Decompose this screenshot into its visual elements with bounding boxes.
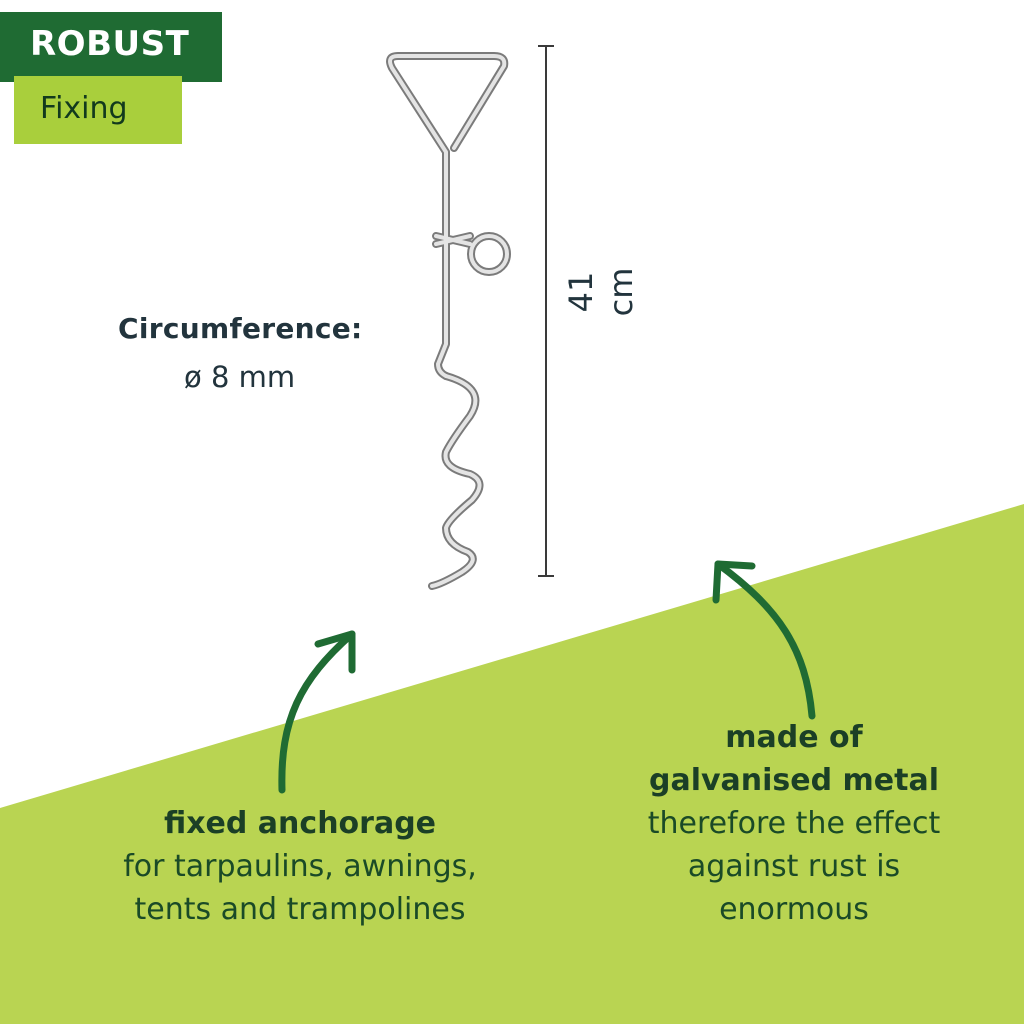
feature-right-line2: against rust is bbox=[687, 849, 901, 884]
fixing-badge: Fixing bbox=[14, 76, 182, 144]
feature-right-line1: therefore the effect bbox=[647, 806, 941, 841]
curved-arrow-right-icon bbox=[712, 560, 816, 720]
feature-right-line3: enormous bbox=[719, 892, 869, 927]
curved-arrow-left-icon bbox=[278, 630, 356, 794]
feature-right-heading1: made of bbox=[725, 720, 863, 755]
length-label: 41 cm bbox=[562, 267, 640, 317]
feature-galvanised-metal: made of galvanised metal therefore the e… bbox=[594, 716, 994, 931]
robust-badge: ROBUST bbox=[0, 12, 222, 82]
feature-left-line1: for tarpaulins, awnings, bbox=[123, 849, 477, 884]
lime-ground-area bbox=[0, 504, 1024, 1024]
circumference-label: Circumference: bbox=[118, 312, 363, 345]
circumference-value: ø 8 mm bbox=[184, 360, 296, 394]
feature-left-heading: fixed anchorage bbox=[163, 806, 437, 841]
dimension-line bbox=[538, 45, 554, 577]
feature-left-line2: tents and trampolines bbox=[134, 892, 466, 927]
ground-anchor-icon bbox=[386, 52, 511, 590]
feature-right-heading2: galvanised metal bbox=[648, 763, 940, 798]
feature-fixed-anchorage: fixed anchorage for tarpaulins, awnings,… bbox=[70, 802, 530, 931]
